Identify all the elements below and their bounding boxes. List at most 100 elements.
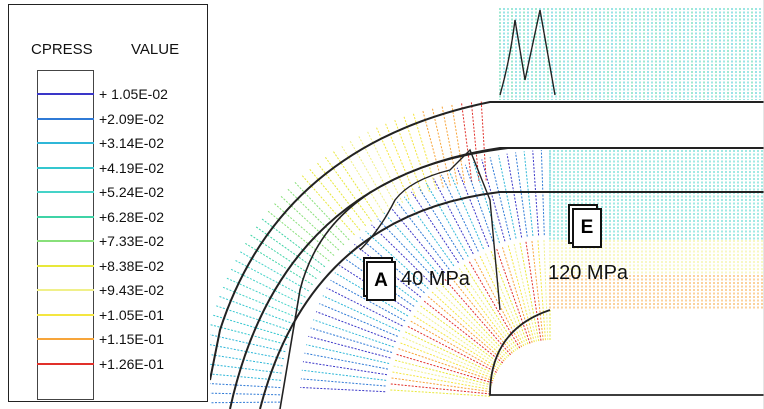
pressure-vector [413, 315, 500, 369]
pressure-vector [273, 202, 335, 256]
pressure-vector [470, 101, 480, 182]
pressure-vector-field [210, 8, 763, 409]
pressure-legend: CPRESS VALUE + 1.05E-02+2.09E-02+3.14E-0… [8, 4, 208, 402]
pressure-vector [411, 191, 459, 263]
pressure-vector [306, 344, 390, 364]
legend-entry-label: +7.33E-02 [99, 233, 164, 249]
pressure-vector [423, 300, 504, 364]
pressure-vector [440, 283, 510, 357]
legend-entry-label: +1.15E-01 [99, 331, 164, 347]
pressure-vector [301, 174, 355, 236]
pressure-vector [371, 224, 433, 285]
pressure-vector [377, 218, 437, 281]
pressure-vector [286, 188, 345, 246]
pressure-vector [523, 151, 534, 236]
pressure-vector [515, 152, 528, 237]
pressure-vector [460, 102, 473, 182]
pressure-vector [332, 150, 378, 218]
pressure-vector [513, 243, 538, 342]
pressure-vector [498, 155, 517, 239]
pressure-vector [267, 210, 330, 262]
pressure-vector [441, 105, 458, 185]
pressure-vector [449, 275, 513, 354]
outer-boundary-curve [210, 101, 764, 381]
pressure-vector [310, 327, 393, 353]
pressure-vector [396, 201, 450, 270]
pressure-vector [403, 115, 430, 192]
pressure-vector [349, 140, 391, 210]
legend-swatch-line [37, 215, 94, 218]
pressure-vector [390, 383, 491, 395]
legend-entry-label: +1.26E-01 [99, 355, 164, 372]
pressure-vector [340, 145, 385, 214]
pressure-vector [464, 164, 495, 245]
pressure-vector [391, 377, 491, 393]
pressure-vector [293, 181, 350, 241]
legend-entry-label: +5.24E-02 [99, 184, 164, 200]
legend-entry-label: +6.28E-02 [99, 208, 164, 225]
pressure-vector [448, 170, 484, 250]
pressure-vector [300, 386, 386, 393]
legend-entry-label: +9.43E-02 [99, 282, 164, 298]
pressure-vector [301, 369, 387, 381]
pressure-vector [427, 296, 505, 362]
contact-pressure-plot [210, 0, 764, 409]
legend-entry-label: +1.05E-01 [99, 306, 164, 323]
pressure-vector [390, 207, 446, 274]
pressure-vector [479, 255, 525, 347]
pressure-vector [405, 331, 496, 375]
pressure-vector [412, 112, 437, 190]
pressure-vector [485, 253, 527, 346]
callout-e-value: 120 MPa [548, 262, 629, 284]
pressure-vector [453, 271, 515, 353]
pressure-vector [319, 303, 398, 337]
pressure-vector [313, 319, 394, 348]
pressure-vector [425, 182, 469, 257]
pressure-vector [304, 352, 389, 370]
pressure-vector [260, 217, 326, 268]
pressure-vector [400, 342, 495, 380]
pressure-vector [210, 383, 281, 389]
pressure-vector [403, 196, 455, 267]
pressure-vector [396, 353, 493, 384]
pressure-vector [365, 230, 429, 289]
pressure-vector [308, 335, 391, 359]
pressure-vector [431, 291, 507, 360]
pressure-vector [316, 162, 367, 227]
pressure-vector [308, 168, 361, 231]
legend-swatch-line [37, 117, 94, 120]
legend-entry-label: +8.38E-02 [99, 257, 164, 274]
pressure-vector [440, 174, 479, 252]
pressure-vector [501, 247, 533, 343]
pressure-vector [249, 234, 317, 280]
pressure-vector [210, 373, 281, 381]
legend-color-bar [37, 70, 94, 400]
pressure-vector [444, 278, 511, 356]
pressure-profile-upper [499, 9, 556, 96]
pressure-vector [451, 103, 466, 183]
pressure-vector [239, 250, 310, 292]
pressure-vector [315, 311, 396, 343]
legend-swatch-line [37, 289, 94, 291]
pressure-vector [435, 287, 508, 359]
pressure-vector [212, 314, 290, 339]
legend-swatch-line [37, 338, 94, 340]
pressure-vector [394, 359, 493, 386]
pressure-vector [519, 242, 540, 342]
pressure-vector [537, 240, 546, 341]
pressure-vector [300, 378, 386, 387]
legend-swatch-line [37, 191, 94, 193]
pressure-vector [393, 365, 492, 388]
legend-swatch-line [37, 362, 94, 365]
pressure-vector [531, 240, 544, 341]
legend-swatch-line [37, 264, 94, 267]
legend-entry-label: +4.19E-02 [99, 159, 164, 176]
pressure-vector [392, 371, 492, 390]
inner-channel-lower-edge [259, 191, 764, 409]
pressure-vector [496, 248, 531, 344]
pressure-vector [431, 107, 451, 186]
legend-entry-label: +2.09E-02 [99, 110, 164, 127]
pressure-vector [210, 344, 284, 360]
pressure-vector [543, 240, 549, 341]
pressure-vector [210, 363, 282, 374]
